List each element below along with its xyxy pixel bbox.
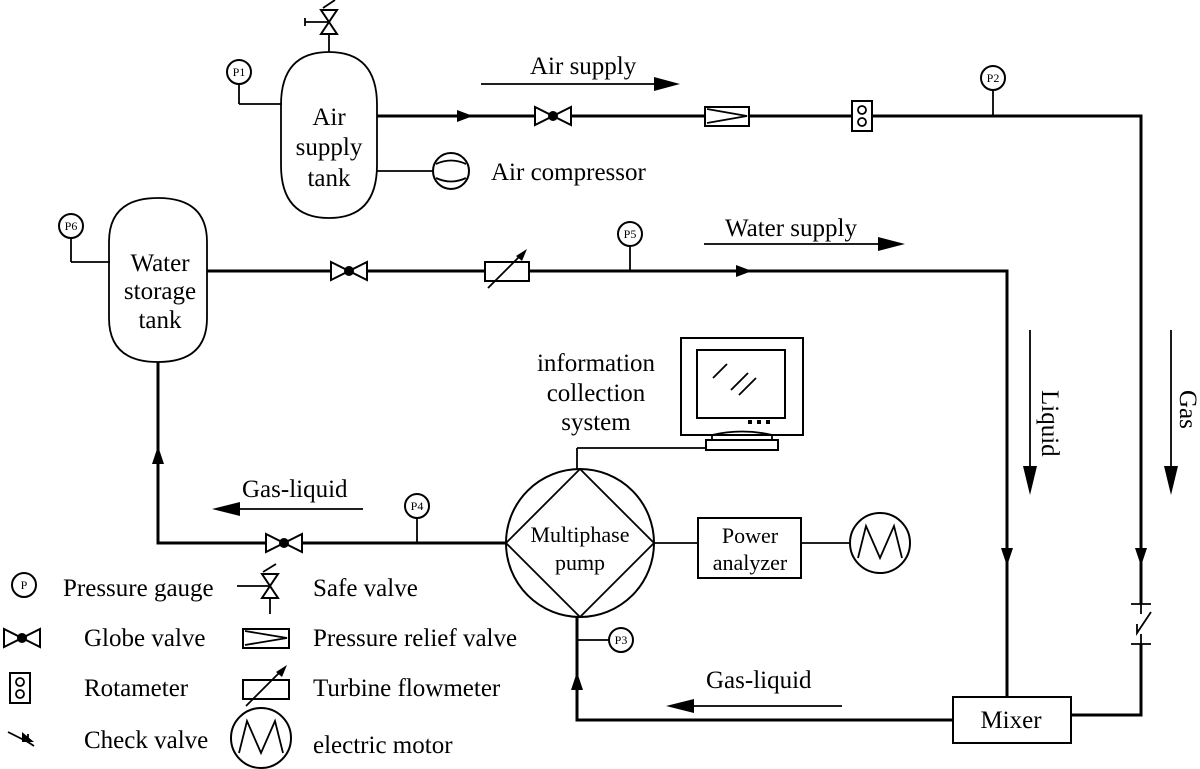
water-tank-label-2: storage bbox=[124, 278, 196, 305]
gauge-p5-label: P5 bbox=[624, 227, 637, 241]
water-tank-label-1: Water bbox=[130, 250, 190, 277]
legend-electric-motor-icon bbox=[230, 707, 292, 769]
air-supply-tank: Air supply tank bbox=[280, 51, 378, 219]
legend-safe-valve-label: Safe valve bbox=[313, 575, 418, 602]
gas-flow-indicator: Gas bbox=[1164, 330, 1200, 495]
legend-turbine-flowmeter-label: Turbine flowmeter bbox=[313, 675, 501, 702]
legend-pressure-relief-valve-icon bbox=[242, 628, 290, 649]
electric-motor-icon bbox=[849, 512, 911, 574]
pump-label-2: pump bbox=[555, 550, 605, 575]
gas-liquid-inlet-label: Gas-liquid bbox=[706, 667, 812, 694]
gauge-p1: P1 bbox=[226, 59, 282, 105]
mixer-label: Mixer bbox=[980, 707, 1042, 734]
check-valve-gas bbox=[1131, 603, 1152, 645]
air-supply-label: Air supply bbox=[530, 53, 637, 80]
safe-valve-icon bbox=[304, 0, 339, 52]
legend-safe-valve: Safe valve bbox=[237, 563, 418, 614]
legend-globe-valve: Globe valve bbox=[3, 625, 205, 652]
gauge-p4: P4 bbox=[404, 493, 430, 543]
globe-valve-return bbox=[265, 532, 303, 554]
power-analyzer: Power analyzer bbox=[654, 517, 849, 579]
legend-turbine-flowmeter-icon bbox=[242, 665, 290, 707]
legend-rotameter-icon bbox=[9, 672, 31, 704]
legend-pressure-gauge-label: Pressure gauge bbox=[63, 575, 214, 602]
air-pipe: Air supply bbox=[377, 53, 1143, 717]
mixer-to-pump-pipe: Gas-liquid bbox=[571, 613, 953, 722]
globe-valve-air bbox=[534, 105, 572, 127]
legend-check-valve-icon bbox=[7, 731, 35, 747]
turbine-flowmeter-water bbox=[484, 249, 530, 289]
legend-pressure-relief-valve: Pressure relief valve bbox=[242, 625, 517, 652]
gauge-p6-label: P6 bbox=[65, 219, 78, 233]
legend-turbine-flowmeter: Turbine flowmeter bbox=[242, 665, 501, 707]
legend-electric-motor: electric motor bbox=[230, 707, 453, 769]
liquid-flow-indicator: Liquid bbox=[1023, 330, 1063, 495]
gas-liquid-return-label: Gas-liquid bbox=[242, 476, 348, 503]
gauge-p6: P6 bbox=[58, 213, 110, 263]
legend-rotameter-label: Rotameter bbox=[84, 675, 189, 702]
air-compressor: Air compressor bbox=[377, 152, 646, 190]
gauge-p3-label: P3 bbox=[615, 633, 628, 647]
water-tank-label-3: tank bbox=[138, 307, 182, 334]
air-compressor-label: Air compressor bbox=[491, 159, 646, 186]
multiphase-pump: Multiphase pump bbox=[504, 467, 656, 619]
air-tank-label-3: tank bbox=[307, 165, 351, 192]
gauge-p2-label: P2 bbox=[987, 71, 1000, 85]
water-storage-tank: Water storage tank bbox=[108, 197, 208, 363]
power-analyzer-label-2: analyzer bbox=[713, 550, 788, 575]
legend-rotameter: Rotameter bbox=[9, 672, 189, 704]
power-analyzer-label-1: Power bbox=[722, 523, 779, 548]
gauge-p5: P5 bbox=[617, 221, 643, 271]
air-tank-label-2: supply bbox=[296, 134, 363, 161]
info-system-label-3: system bbox=[561, 409, 631, 436]
pressure-relief-valve-air bbox=[704, 106, 750, 127]
legend-check-valve: Check valve bbox=[7, 727, 208, 754]
legend-safe-valve-icon bbox=[237, 563, 280, 614]
legend: P Pressure gauge Safe valve Globe valve bbox=[3, 563, 517, 769]
gas-label: Gas bbox=[1174, 390, 1200, 429]
gauge-p1-label: P1 bbox=[233, 65, 246, 79]
gauge-p2: P2 bbox=[980, 65, 1006, 116]
legend-electric-motor-label: electric motor bbox=[313, 732, 453, 759]
legend-check-valve-label: Check valve bbox=[84, 727, 208, 754]
info-system-label-1: information bbox=[537, 350, 656, 377]
liquid-label: Liquid bbox=[1036, 390, 1063, 457]
gauge-p3: P3 bbox=[577, 627, 634, 653]
air-tank-label-1: Air bbox=[312, 104, 346, 131]
gauge-p4-label: P4 bbox=[411, 499, 424, 513]
legend-globe-valve-label: Globe valve bbox=[84, 625, 205, 652]
pump-label-1: Multiphase bbox=[531, 522, 630, 547]
legend-globe-valve-icon bbox=[3, 627, 41, 649]
globe-valve-water bbox=[330, 260, 368, 282]
legend-pressure-gauge: P Pressure gauge bbox=[11, 572, 214, 602]
computer-monitor-icon: information collection system bbox=[537, 337, 804, 469]
legend-pressure-relief-valve-label: Pressure relief valve bbox=[313, 625, 517, 652]
return-pipe: Gas-liquid bbox=[152, 362, 506, 545]
mixer: Mixer bbox=[952, 696, 1072, 744]
rotameter-air bbox=[851, 100, 873, 132]
water-pipe: Water supply bbox=[207, 215, 1013, 697]
water-supply-label: Water supply bbox=[725, 215, 857, 242]
legend-gauge-symbol: P bbox=[21, 578, 28, 592]
info-system-label-2: collection bbox=[547, 380, 646, 407]
